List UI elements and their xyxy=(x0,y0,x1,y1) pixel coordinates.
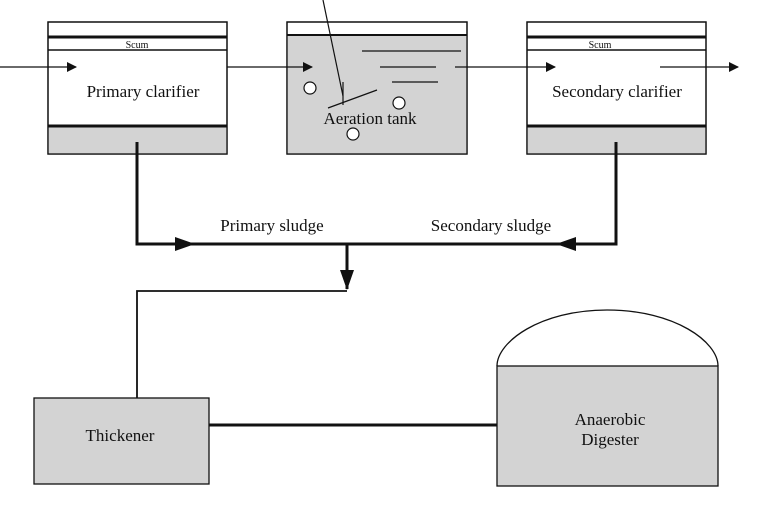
primary-clarifier: Scum Primary clarifier xyxy=(47,21,228,155)
primary-clarifier-scum-label: Scum xyxy=(126,40,149,51)
thickener: Thickener xyxy=(33,397,210,485)
secondary-sludge-line xyxy=(556,142,618,251)
secondary-clarifier-label: Secondary clarifier xyxy=(552,82,682,101)
sludge-to-thickener-line xyxy=(130,290,347,423)
primary-clarifier-label: Primary clarifier xyxy=(87,82,200,101)
mixer-shaft xyxy=(322,0,344,97)
air-bubble xyxy=(392,96,406,110)
anaerobic-digester: Anaerobic Digester xyxy=(496,309,719,487)
primary-sludge-label: Primary sludge xyxy=(220,216,323,235)
digester-label-line2: Digester xyxy=(581,430,639,449)
aeration-tank: Aeration tank xyxy=(286,0,468,155)
digester-dome xyxy=(496,309,719,367)
digester-label-line1: Anaerobic xyxy=(575,410,646,429)
secondary-sludge-label: Secondary sludge xyxy=(431,216,551,235)
thickener-label: Thickener xyxy=(86,426,155,445)
mixer-impeller xyxy=(327,89,378,109)
secondary-clarifier: Scum Secondary clarifier xyxy=(526,21,707,155)
primary-sludge-line xyxy=(135,142,195,251)
air-bubble xyxy=(346,127,360,141)
aeration-tank-label: Aeration tank xyxy=(324,109,417,128)
secondary-clarifier-scum-label: Scum xyxy=(589,40,612,51)
air-bubble xyxy=(303,81,317,95)
